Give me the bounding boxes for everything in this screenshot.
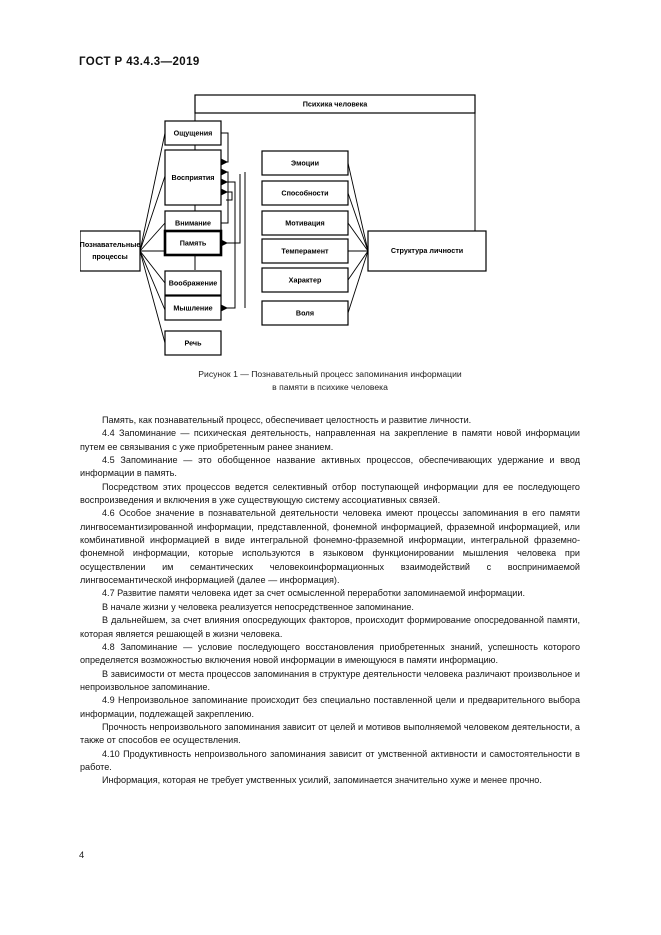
diagram-box-temperament-label: Темперамент [281, 246, 329, 255]
diagram-box-attention-label: Внимание [175, 218, 211, 227]
paragraph: Прочность непроизвольного запоминания за… [80, 721, 580, 746]
diagram-column-cognitive: Ощущения Восприятия Внимание Память Вооб… [163, 120, 223, 356]
paragraph: 4.8 Запоминание — условие последующего в… [80, 641, 580, 666]
diagram-box-perception-label: Восприятия [172, 173, 215, 182]
diagram-box-memory-label: Память [180, 238, 207, 247]
diagram-box-cognitive-processes: Познавательные процессы [80, 230, 141, 272]
diagram-box-emotions-label: Эмоции [291, 158, 319, 167]
paragraph: Посредством этих процессов ведется селек… [80, 481, 580, 506]
diagram-box-motivation-label: Мотивация [285, 218, 325, 227]
diagram-box-personality-structure-label: Структура личности [391, 246, 463, 255]
diagram-box-cognitive-processes-label-1: Познавательные [80, 240, 140, 249]
diagram-box-character-label: Характер [289, 275, 322, 284]
figure-caption-line-2: в памяти в психике человека [272, 381, 388, 392]
arrowheads [221, 158, 228, 312]
diagram-box-memory: Память [163, 229, 223, 257]
diagram-box-emotions: Эмоции [261, 150, 349, 176]
diagram-box-imagination-label: Воображение [169, 278, 218, 287]
diagram-box-abilities: Способности [261, 180, 349, 206]
diagram-box-psyche: Психика человека [194, 94, 476, 114]
paragraph: В дальнейшем, за счет влияния опосредующ… [80, 615, 580, 639]
connector-fan-right [347, 162, 369, 314]
connector-fan-left [139, 132, 166, 344]
diagram-box-temperament: Темперамент [261, 238, 349, 264]
figure-caption-line-1: Рисунок 1 — Познавательный процесс запом… [198, 369, 462, 379]
diagram-box-cognitive-processes-label-2: процессы [92, 252, 128, 261]
diagram-box-will-label: Воля [296, 308, 314, 317]
body-text-block: Память, как познавательный процесс, обес… [80, 414, 580, 788]
page-number: 4 [79, 849, 85, 860]
paragraph: 4.7 Развитие памяти человека идет за сче… [102, 588, 525, 599]
diagram-box-motivation: Мотивация [261, 210, 349, 236]
diagram-column-personality: Эмоции Способности Мотивация Темперамент… [261, 150, 349, 326]
paragraph: Информация, которая не требует умственны… [102, 775, 542, 786]
paragraph: 4.6 Особое значение в познавательной дея… [80, 508, 580, 586]
paragraph: 4.10 Продуктивность непроизвольного запо… [80, 748, 580, 772]
figure-1-diagram: Психика человека Познавательные процессы… [80, 88, 590, 373]
paragraph: 4.5 Запоминание — это обобщенное названи… [80, 455, 580, 479]
diagram-box-speech-label: Речь [184, 338, 202, 347]
figure-caption: Рисунок 1 — Познавательный процесс запом… [80, 368, 580, 393]
standard-number-header: ГОСТ Р 43.4.3—2019 [79, 56, 200, 68]
connector-feedback-routes [220, 132, 246, 309]
diagram-box-sensation: Ощущения [164, 120, 222, 146]
diagram-box-will: Воля [261, 300, 349, 326]
diagram-box-sensation-label: Ощущения [174, 128, 213, 137]
diagram-box-perception: Восприятия [164, 149, 222, 206]
diagram-box-imagination: Воображение [164, 270, 222, 296]
paragraph: В начале жизни у человека реализуется не… [102, 601, 414, 612]
paragraph: 4.4 Запоминание — психическая деятельнос… [80, 428, 580, 452]
diagram-box-thinking: Мышление [164, 295, 222, 321]
diagram-box-thinking-label: Мышление [173, 303, 212, 312]
diagram-box-psyche-label: Психика человека [303, 99, 369, 108]
paragraph: 4.9 Непроизвольное запоминание происходи… [80, 695, 580, 719]
diagram-box-personality-structure: Структура личности [367, 230, 487, 272]
diagram-svg: Психика человека Познавательные процессы… [80, 94, 487, 356]
diagram-box-abilities-label: Способности [281, 188, 328, 197]
paragraph: Память, как познавательный процесс, обес… [102, 415, 472, 425]
diagram-box-character: Характер [261, 267, 349, 293]
paragraph: В зависимости от места процессов запомин… [80, 668, 580, 692]
diagram-box-speech: Речь [164, 330, 222, 356]
